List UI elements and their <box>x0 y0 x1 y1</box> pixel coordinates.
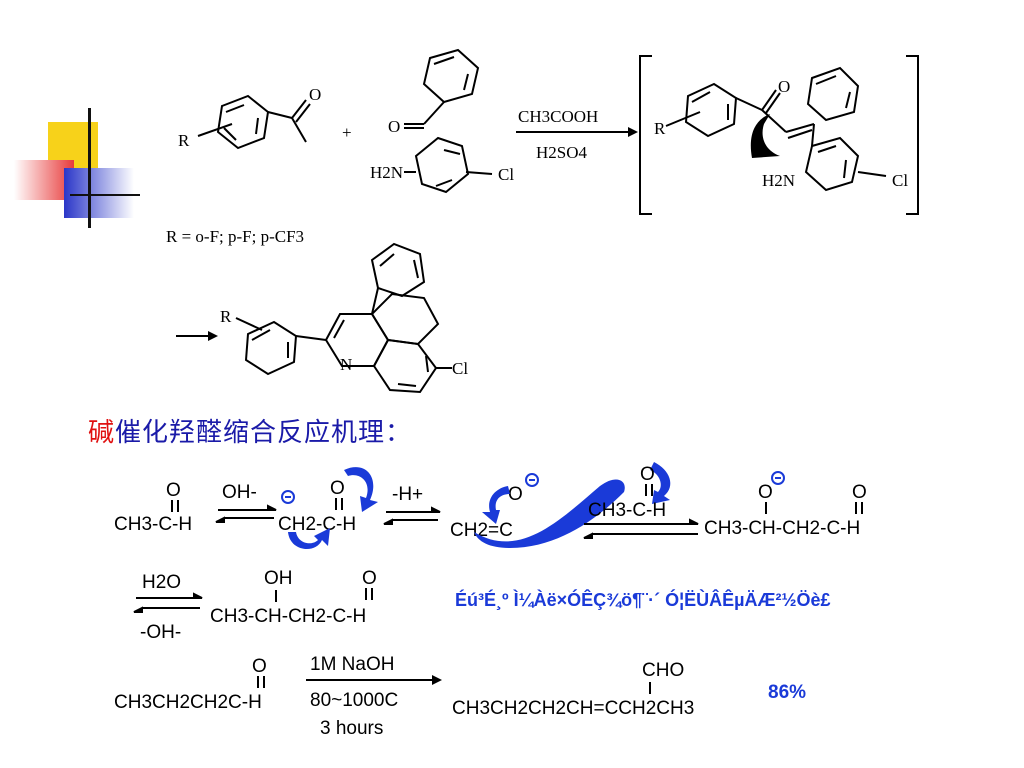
aminobenzophenone-structure <box>404 48 493 194</box>
yield-label: 86% <box>768 682 807 703</box>
hydroxide-base: OH- <box>222 482 257 503</box>
quinoline-product-structure <box>235 242 452 394</box>
ketone-r-label: R <box>178 131 190 150</box>
nucleophilic-attack-arrow <box>474 479 625 548</box>
deco-horizontal-line <box>70 194 140 196</box>
butanal-oxygen: O <box>252 656 267 677</box>
amine-nh2: H2N <box>370 163 403 182</box>
product-r-label: R <box>220 307 232 326</box>
curved-arrow-icon <box>650 462 671 504</box>
electron-push-arrow <box>750 114 780 158</box>
amine-chloro: Cl <box>498 165 514 184</box>
intermediate-brackets <box>639 55 919 215</box>
product-nitrogen: N <box>340 355 352 374</box>
intermediate-chloro: Cl <box>892 171 908 190</box>
heading-red-part: 碱 <box>88 418 116 448</box>
hydroxide-regenerated: -OH- <box>140 622 181 643</box>
garbled-caption: Éú³É¸º Ì¼Àë×ÓÊÇ¾ö¶¨·´ Ó¦ËÙÂÊµÄÆ²½Öè£ <box>455 590 831 610</box>
plus-sign: + <box>342 123 352 142</box>
heading-rest: 催化羟醛缩合反应机理： <box>115 418 413 448</box>
enolate-carbanion: CH2-C-H <box>278 514 356 535</box>
curved-arrow-icon <box>482 486 510 524</box>
deprotonation-label: -H+ <box>392 484 423 505</box>
intermediate-r-label: R <box>654 119 666 138</box>
intermediate-nh2: H2N <box>762 171 795 190</box>
aldol-carbonyl-oxygen: O <box>362 568 377 589</box>
water-label: H2O <box>142 572 181 593</box>
alkoxide-carbonyl-oxygen: O <box>852 482 867 503</box>
enolate-resonance: CH2=C <box>450 520 513 541</box>
enolate2-oxygen: O <box>508 484 523 505</box>
aryl-ketone-structure <box>197 94 311 150</box>
curved-arrow-icon <box>344 467 378 512</box>
equilibrium-arrow-1 <box>215 504 277 523</box>
alkoxide-intermediate: CH3-CH-CH2-C-H <box>704 518 860 539</box>
reagent-acetic-acid: CH3COOH <box>518 107 598 126</box>
intermediate-structure <box>665 66 887 192</box>
equilibrium-arrow-4 <box>133 592 203 613</box>
reagent-sulfuric-acid: H2SO4 <box>536 143 588 162</box>
acetaldehyde: CH3-C-H <box>114 514 192 535</box>
equilibrium-arrow-3 <box>583 518 699 539</box>
product-chloro: Cl <box>452 359 468 378</box>
mechanism-heading: 碱催化羟醛缩合反应机理： <box>88 412 412 449</box>
condition-time: 3 hours <box>320 718 383 739</box>
deco-vertical-line <box>88 108 91 228</box>
acetaldehyde2-oxygen: O <box>640 464 655 485</box>
enolate-oxygen: O <box>330 478 345 499</box>
ketone-oxygen: O <box>309 85 321 104</box>
acetaldehyde-electrophile: CH3-C-H <box>588 500 666 521</box>
curved-arrow-icon <box>288 528 330 550</box>
intermediate-oxygen: O <box>778 77 790 96</box>
butanal: CH3CH2CH2C-H <box>114 692 262 713</box>
product-aldehyde-group: CHO <box>642 660 684 681</box>
equilibrium-arrow-2 <box>383 506 441 525</box>
acetaldehyde-oxygen: O <box>166 480 181 501</box>
amine-oxygen: O <box>388 117 400 136</box>
substituent-list: R = o-F; p-F; p-CF3 <box>166 227 304 246</box>
unsaturated-aldehyde-product: CH3CH2CH2CH=CCH2CH3 <box>452 698 694 719</box>
condition-naoh: 1M NaOH <box>310 654 394 675</box>
alkoxide-oxygen: O <box>758 482 773 503</box>
condition-temperature: 80~1000C <box>310 690 398 711</box>
deco-blue-block <box>64 168 134 218</box>
aldol-hydroxyl: OH <box>264 568 293 589</box>
aldol-product: CH3-CH-CH2-C-H <box>210 606 366 627</box>
